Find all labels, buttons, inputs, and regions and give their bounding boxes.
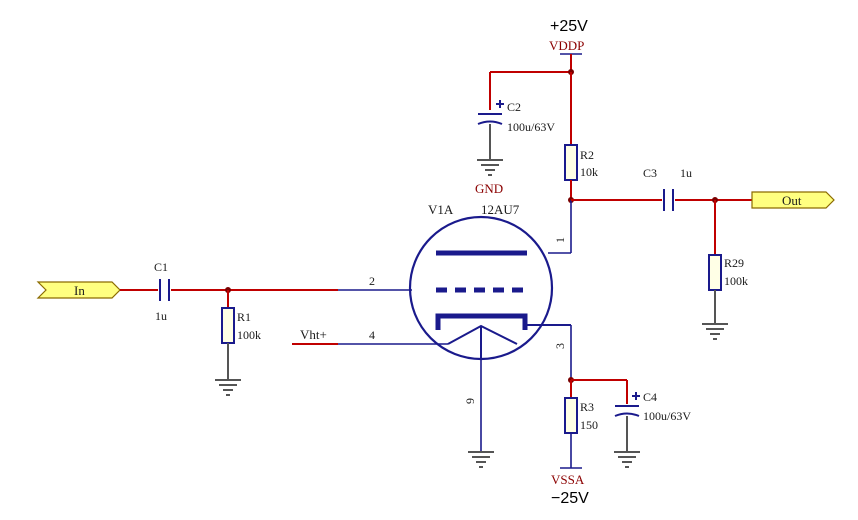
tube-designator: V1A — [428, 202, 454, 217]
in-port — [36, 281, 121, 299]
gnd-net-label: GND — [475, 181, 503, 196]
bottom-rail-net-label: VSSA — [551, 472, 585, 487]
r29-body — [708, 254, 722, 291]
c3-value: 1u — [680, 166, 692, 180]
r29-value: 100k — [724, 274, 748, 288]
bottom-rail-voltage: −25V — [551, 490, 589, 507]
out-port-label: Out — [782, 193, 802, 208]
r3-body — [564, 397, 578, 434]
r3-value: 150 — [580, 418, 598, 432]
top-rail-net-label: VDDP — [549, 38, 584, 53]
c4-ref: C4 — [643, 390, 657, 404]
r2-ref: R2 — [580, 148, 594, 162]
c2-value: 100u/63V — [507, 120, 555, 134]
c2-ref: C2 — [507, 100, 521, 114]
heater-net-label: Vht+ — [300, 327, 327, 342]
tube-heater-filament — [447, 324, 518, 345]
r1-value: 100k — [237, 328, 261, 342]
tube-pin-1: 1 — [553, 237, 567, 243]
r1-body — [221, 307, 235, 344]
tube-pin-3: 3 — [553, 343, 567, 349]
r1-ground-symbol — [215, 379, 241, 396]
c1-value: 1u — [155, 309, 167, 323]
out-port — [751, 191, 835, 209]
c3-ref: C3 — [643, 166, 657, 180]
top-rail-voltage: +25V — [550, 18, 588, 35]
c2-ground-symbol — [477, 159, 503, 176]
c2-plate-negative — [477, 120, 503, 125]
c4-ground-symbol — [614, 451, 640, 468]
c4-value: 100u/63V — [643, 409, 691, 423]
tube-pin-2: 2 — [369, 274, 375, 288]
in-port-label: In — [74, 283, 85, 298]
tube-pin-4: 4 — [369, 328, 375, 342]
r3-ref: R3 — [580, 400, 594, 414]
r1-ref: R1 — [237, 310, 251, 324]
r2-value: 10k — [580, 165, 598, 179]
tube-part-number: 12AU7 — [481, 202, 520, 217]
c4-plate-negative — [614, 412, 640, 417]
c1-ref: C1 — [154, 260, 168, 274]
tube-pin-9: 9 — [463, 398, 477, 404]
tube-cathode — [435, 313, 528, 330]
r2-body — [564, 144, 578, 181]
r29-ground-symbol — [702, 323, 728, 340]
r29-ref: R29 — [724, 256, 744, 270]
heater-ground-symbol — [468, 451, 494, 468]
